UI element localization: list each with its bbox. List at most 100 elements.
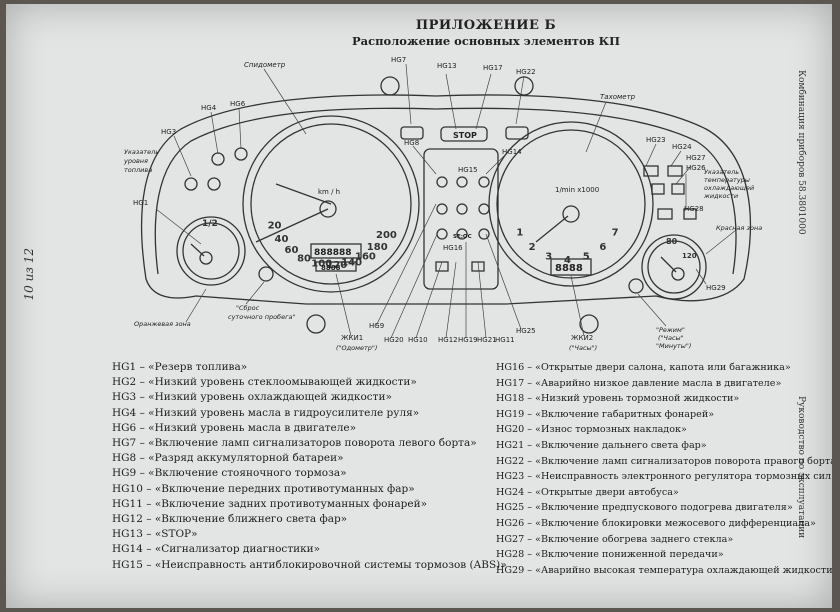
label-hg24: HG24 [672,143,692,151]
label-hg27: HG27 [686,154,706,162]
stop-indicator: STOP [453,131,477,140]
speed-tick: 80 [297,254,311,265]
label-hg7: HG7 [391,56,406,64]
label-hg29: HG29 [706,284,726,292]
temp-gauge-label-2: температуры [704,176,750,184]
label-hg4: HG4 [201,104,217,112]
label-hg25: HG25 [516,327,536,335]
label-hg22: HG22 [516,68,536,76]
legend-item: HG17 – «Аварийно низкое давление масла в… [496,377,782,389]
rpm-tick: 4 [564,255,571,266]
speedometer-label: Спидометр [244,61,286,69]
speed-tick: 200 [376,230,397,241]
speed-tick: 140 [341,258,362,269]
fuel-scale: 1/2 [202,219,218,229]
speed-unit: km / h [318,188,340,196]
trip-reset-label-2: суточного пробега" [228,313,295,321]
legend-item: HG28 – «Включение пониженной передачи» [496,549,724,561]
label-hg28: HG28 [684,205,704,213]
legend-item: HG23 – «Неисправность электронного регул… [496,471,832,483]
rpm-tick: 3 [545,252,552,263]
trip-display: 8888 [321,264,341,272]
label-hg3: HG3 [161,128,176,136]
legend-item: HG11 – «Включение задних противотуманных… [112,497,428,510]
speed-tick: 40 [275,234,289,245]
fuel-gauge-label-2: уровня [123,157,148,165]
label-hg16: HG16 [443,244,463,252]
mode-label-2: ("Часы" [658,334,684,342]
label-hg9: HG9 [369,322,384,330]
label-hg26: HG26 [686,164,706,172]
legend-right: HG16 – «Открытые двери салона, капота ил… [496,360,832,578]
tachometer-label: Тахометр [600,93,636,101]
orange-zone-label: Оранжевая зона [134,320,191,328]
legend-item: HG1 – «Резерв топлива» [112,361,248,373]
legend-item: HG7 – «Включение ламп сигнализаторов пов… [112,437,477,450]
rpm-tick: 7 [612,228,619,239]
legend-item: HG27 – «Включение обогрева заднего стекл… [496,533,734,545]
legend-item: HG21 – «Включение дальнего света фар» [496,439,707,451]
label-hg13: HG13 [437,62,457,70]
speed-tick: 160 [355,251,376,262]
label-hg14: HG14 [502,148,522,156]
legend-item: HG29 – «Аварийно высокая температура охл… [496,564,832,576]
legend-item: HG18 – «Низкий уровень тормозной жидкост… [496,393,740,405]
temp-scale-120: 120 [682,252,697,260]
label-hg20: HG20 [384,336,404,344]
label-hg17: HG17 [483,64,503,72]
label-hg23: HG23 [646,136,666,144]
legend-item: HG14 – «Сигнализатор диагностики» [112,543,321,556]
speed-tick: 100 [311,259,332,270]
fuel-gauge-label-1: Указатель [124,148,159,156]
label-hg8: HG8 [404,139,419,147]
page-subtitle: Расположение основных элементов КП [352,34,620,48]
rpm-tick: 5 [583,252,590,263]
legend-item: HG13 – «STOP» [112,528,198,541]
document-page: ПРИЛОЖЕНИЕ Б Расположение основных элеме… [6,4,832,608]
legend-item: HG25 – «Включение предпускового подогрев… [496,502,793,514]
legend-item: HG20 – «Износ тормозных накладок» [496,424,687,436]
label-hg21: HG21 [477,336,497,344]
legend-item: HG2 – «Низкий уровень стеклоомывающей жи… [112,376,417,389]
label-hg19: HG19 [458,336,478,344]
trip-reset-label-1: "Сброс [236,304,260,312]
label-zhki2: ЖКИ2 [571,334,593,342]
red-zone-label: Красная зона [716,224,762,232]
mode-label-1: "Режим" [656,326,685,334]
temp-gauge-label-4: жидкости [703,192,738,200]
speed-tick: 180 [367,242,388,253]
label-hg10: HG10 [408,336,428,344]
label-hg6: HG6 [230,100,246,108]
label-hg11: HG11 [495,336,515,344]
odometer-display: 888888 [314,248,352,258]
side-caption-bottom: Руководство по эксплуатации [796,396,806,539]
legend-item: HG4 – «Низкий уровень масла в гидроусили… [112,406,420,419]
odometer-label: ("Одометр") [336,344,377,352]
temp-gauge-label-1: Указатель [704,168,739,176]
temp-gauge-label-3: охлаждающей [704,184,754,192]
rpm-unit: 1/min x1000 [555,186,599,194]
legend-item: HG22 – «Включение ламп сигнализаторов по… [496,455,832,467]
side-caption-top: Комбинация приборов 58.3801000 [796,70,806,235]
clock-label: ("Часы") [569,344,597,352]
legend-item: HG9 – «Включение стояночного тормоза» [112,467,347,480]
speed-tick: 60 [285,245,299,256]
label-zhki1: ЖКИ1 [341,334,363,342]
legend-left: HG1 – «Резерв топлива» HG2 – «Низкий уров… [112,360,507,573]
label-hg1: HG1 [133,199,148,207]
legend-item: HG8 – «Разряд аккумуляторной батареи» [112,452,344,465]
rpm-tick: 6 [599,242,606,253]
legend-item: HG26 – «Включение блокировки межосевого … [496,517,816,529]
legend-item: HG19 – «Включение габаритных фонарей» [496,408,715,420]
legend-item: HG16 – «Открытые двери салона, капота ил… [496,362,791,373]
speed-tick: 120 [326,260,347,271]
temp-scale-80: 80 [666,237,678,246]
clock-display: 8888 [555,263,583,274]
page-title: ПРИЛОЖЕНИЕ Б [415,18,557,33]
mode-label-3: "Минуты") [656,342,691,350]
speed-tick: 20 [268,221,282,232]
rpm-tick: 1 [516,228,523,239]
label-hg15: HG15 [458,166,478,174]
center-mid-label: SE:OC [453,234,472,240]
legend-item: HG6 – «Низкий уровень масла в двигателе» [112,421,357,434]
